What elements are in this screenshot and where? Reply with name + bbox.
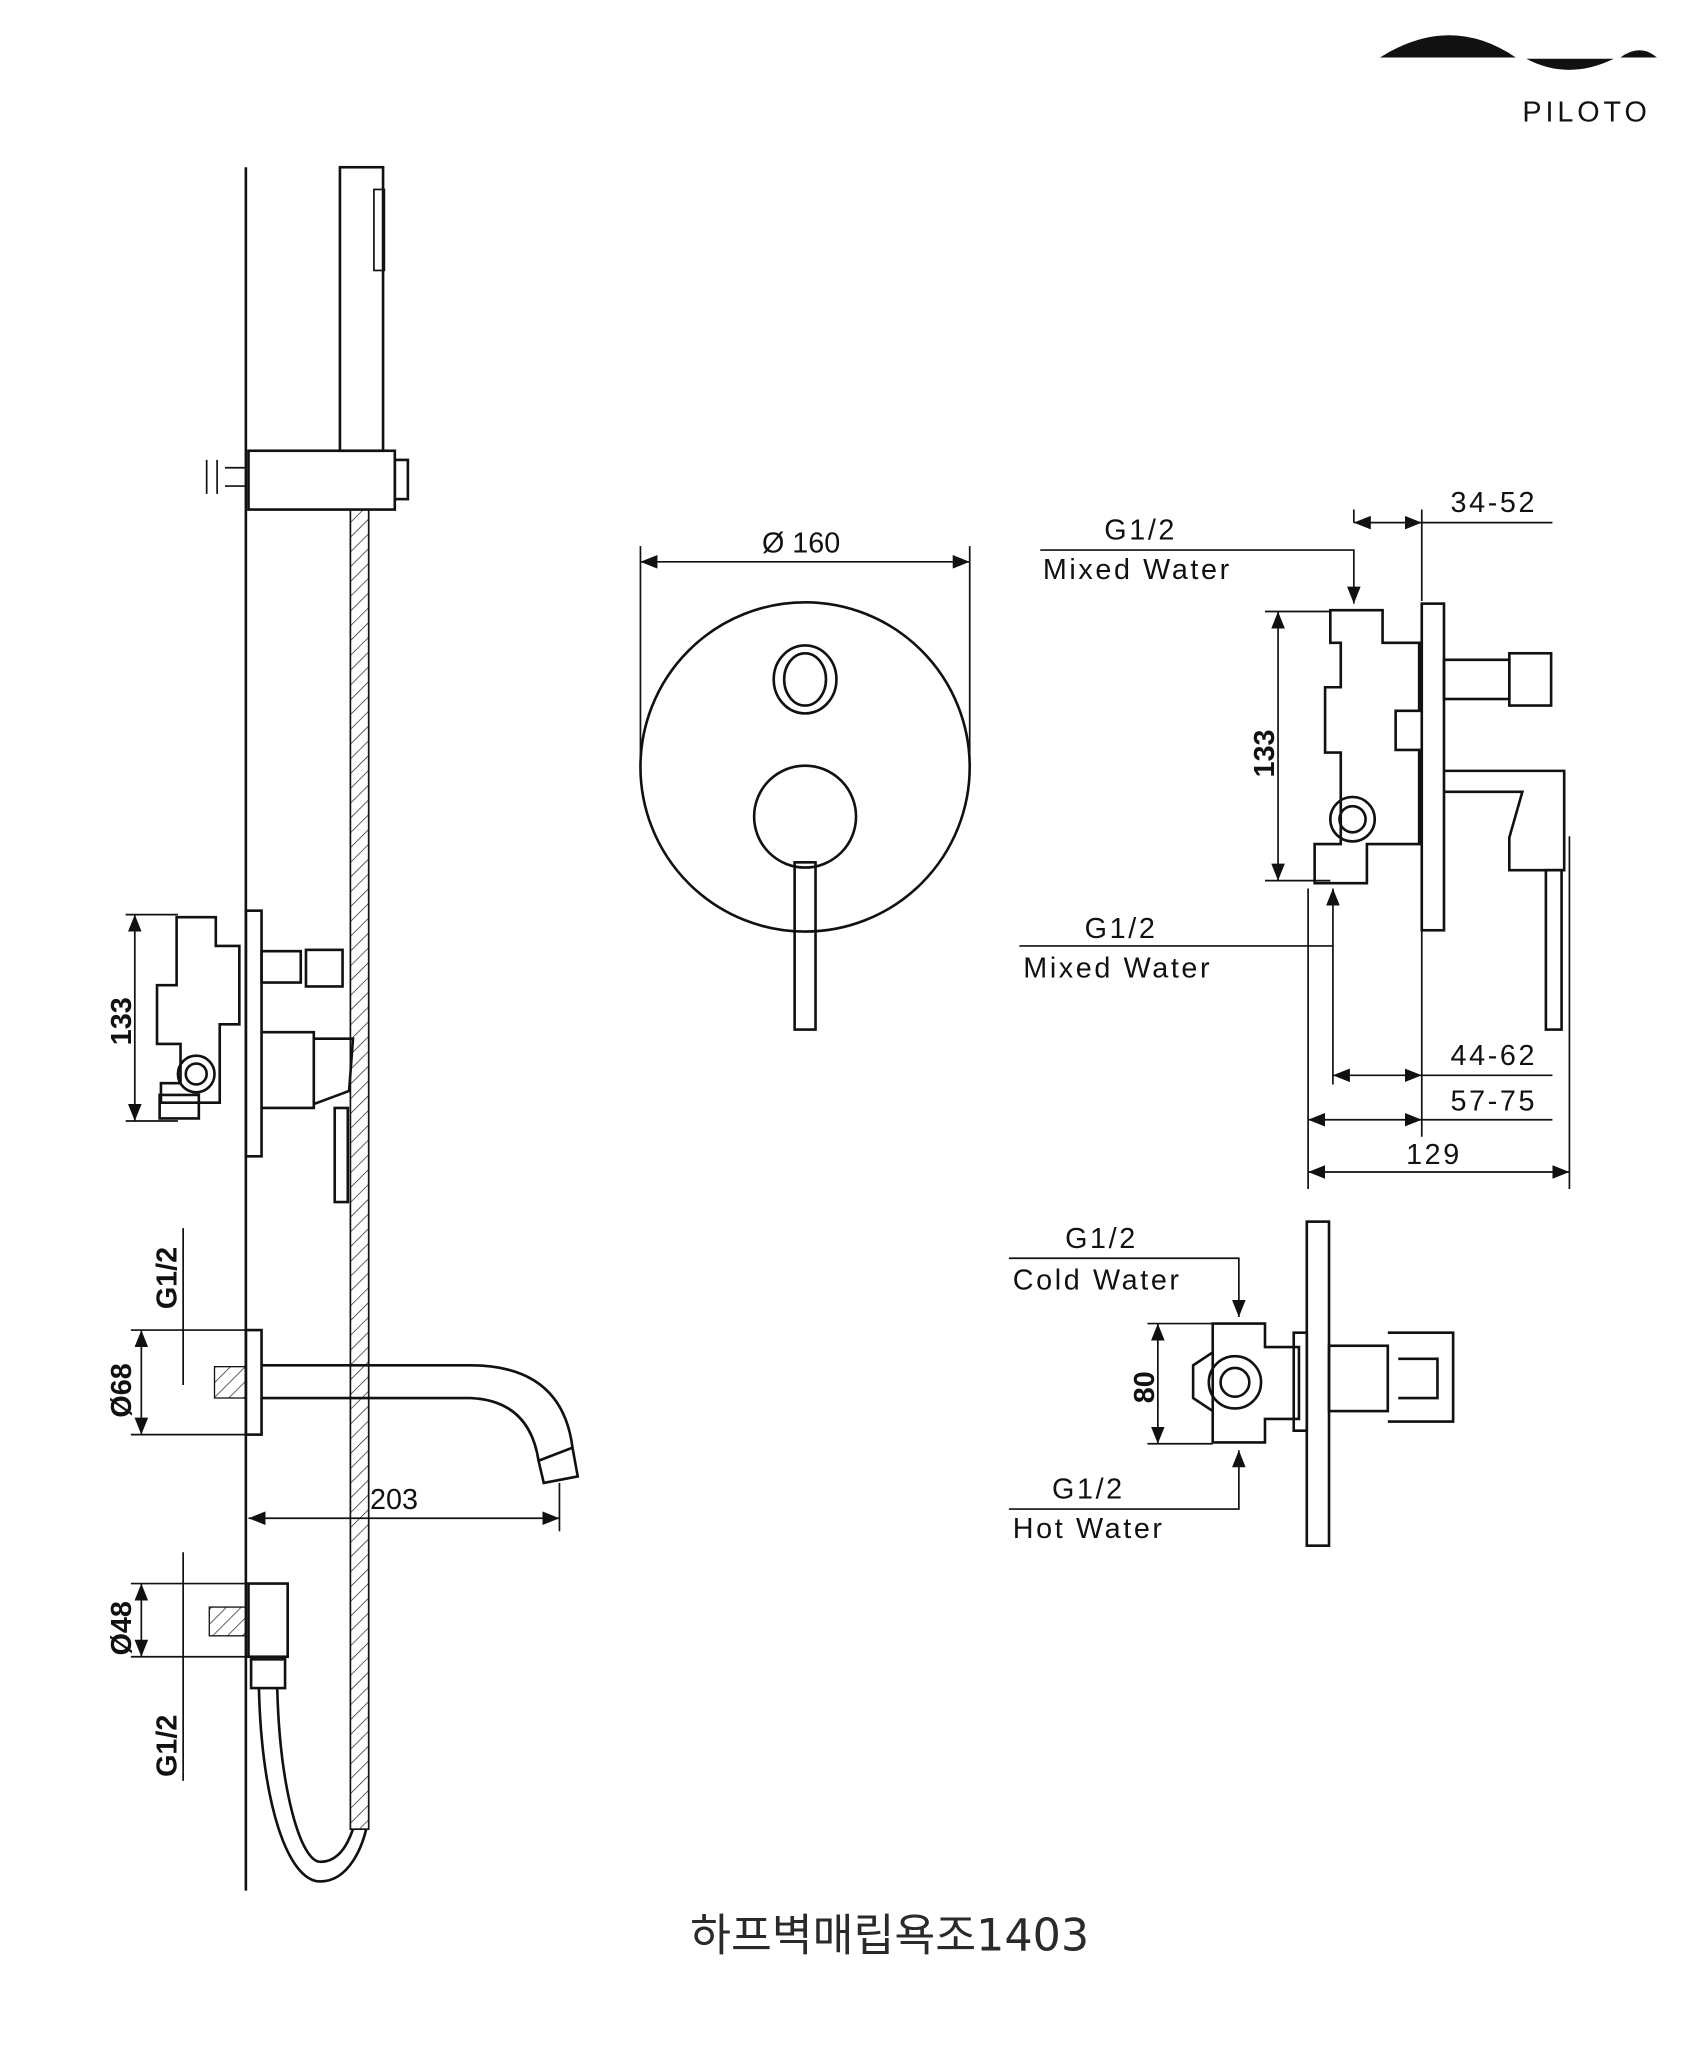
front-view: Ø 160 [639, 528, 972, 1031]
wall-outlet [247, 1582, 289, 1659]
dim-total: 129 [1406, 1139, 1462, 1171]
dim-side-height: 133 [1249, 729, 1281, 777]
dim-plate-diameter: Ø 160 [762, 528, 840, 560]
cover-plate [639, 601, 972, 933]
valve-body [1211, 1322, 1301, 1444]
dim-bottom-height: 80 [1129, 1371, 1161, 1403]
shower-holder [247, 449, 397, 511]
mixer-bottom-view: G1/2 Cold Water 80 G1/2 Hot Water [1008, 1220, 1455, 1547]
bottom-desc-label: Mixed Water [1023, 952, 1212, 984]
dim-b: 57-75 [1451, 1086, 1538, 1118]
cold-thread-label: G1/2 [1065, 1223, 1138, 1255]
spout-thread-label: G1/2 [152, 1247, 184, 1309]
dim-top: 34-52 [1451, 487, 1538, 519]
dim-a: 44-62 [1451, 1040, 1538, 1072]
lever-side [1544, 868, 1563, 1031]
dim-mixer-height: 133 [106, 997, 138, 1045]
hand-shower [338, 165, 385, 453]
lever-handle [793, 861, 817, 1031]
top-thread-label: G1/2 [1104, 515, 1177, 547]
lever-hub [752, 764, 858, 869]
cold-desc-label: Cold Water [1013, 1265, 1182, 1297]
diverter-knob [772, 644, 838, 715]
piloto-logo: PILOTO [1379, 35, 1657, 129]
outlet-flange-label: Ø48 [106, 1601, 138, 1655]
side-view: 133 G1/2 Ø68 203 Ø48 G1/2 [106, 165, 580, 1891]
slide-rail [349, 508, 370, 1831]
bottom-thread-label: G1/2 [1085, 913, 1158, 945]
mixer-side-view: G1/2 Mixed Water 34-52 133 G1/2 Mixed Wa… [1019, 487, 1571, 1189]
brand-name: PILOTO [1522, 97, 1650, 129]
mixer-cartridge [1313, 608, 1421, 885]
mixer-body [155, 909, 355, 1204]
spout-flange-label: Ø68 [106, 1363, 138, 1417]
spout [261, 1364, 574, 1461]
outlet-thread-label: G1/2 [152, 1715, 184, 1777]
cover-plate-side [1420, 602, 1446, 932]
hot-thread-label: G1/2 [1052, 1474, 1125, 1506]
shower-hose [257, 1688, 368, 1883]
spout-flange [244, 1328, 263, 1436]
hot-desc-label: Hot Water [1013, 1513, 1165, 1545]
product-caption: 하프벽매립욕조1403 [690, 1911, 1089, 1962]
top-desc-label: Mixed Water [1043, 554, 1232, 586]
dim-spout-length: 203 [370, 1484, 418, 1516]
cover-plate-bottom [1305, 1220, 1331, 1547]
